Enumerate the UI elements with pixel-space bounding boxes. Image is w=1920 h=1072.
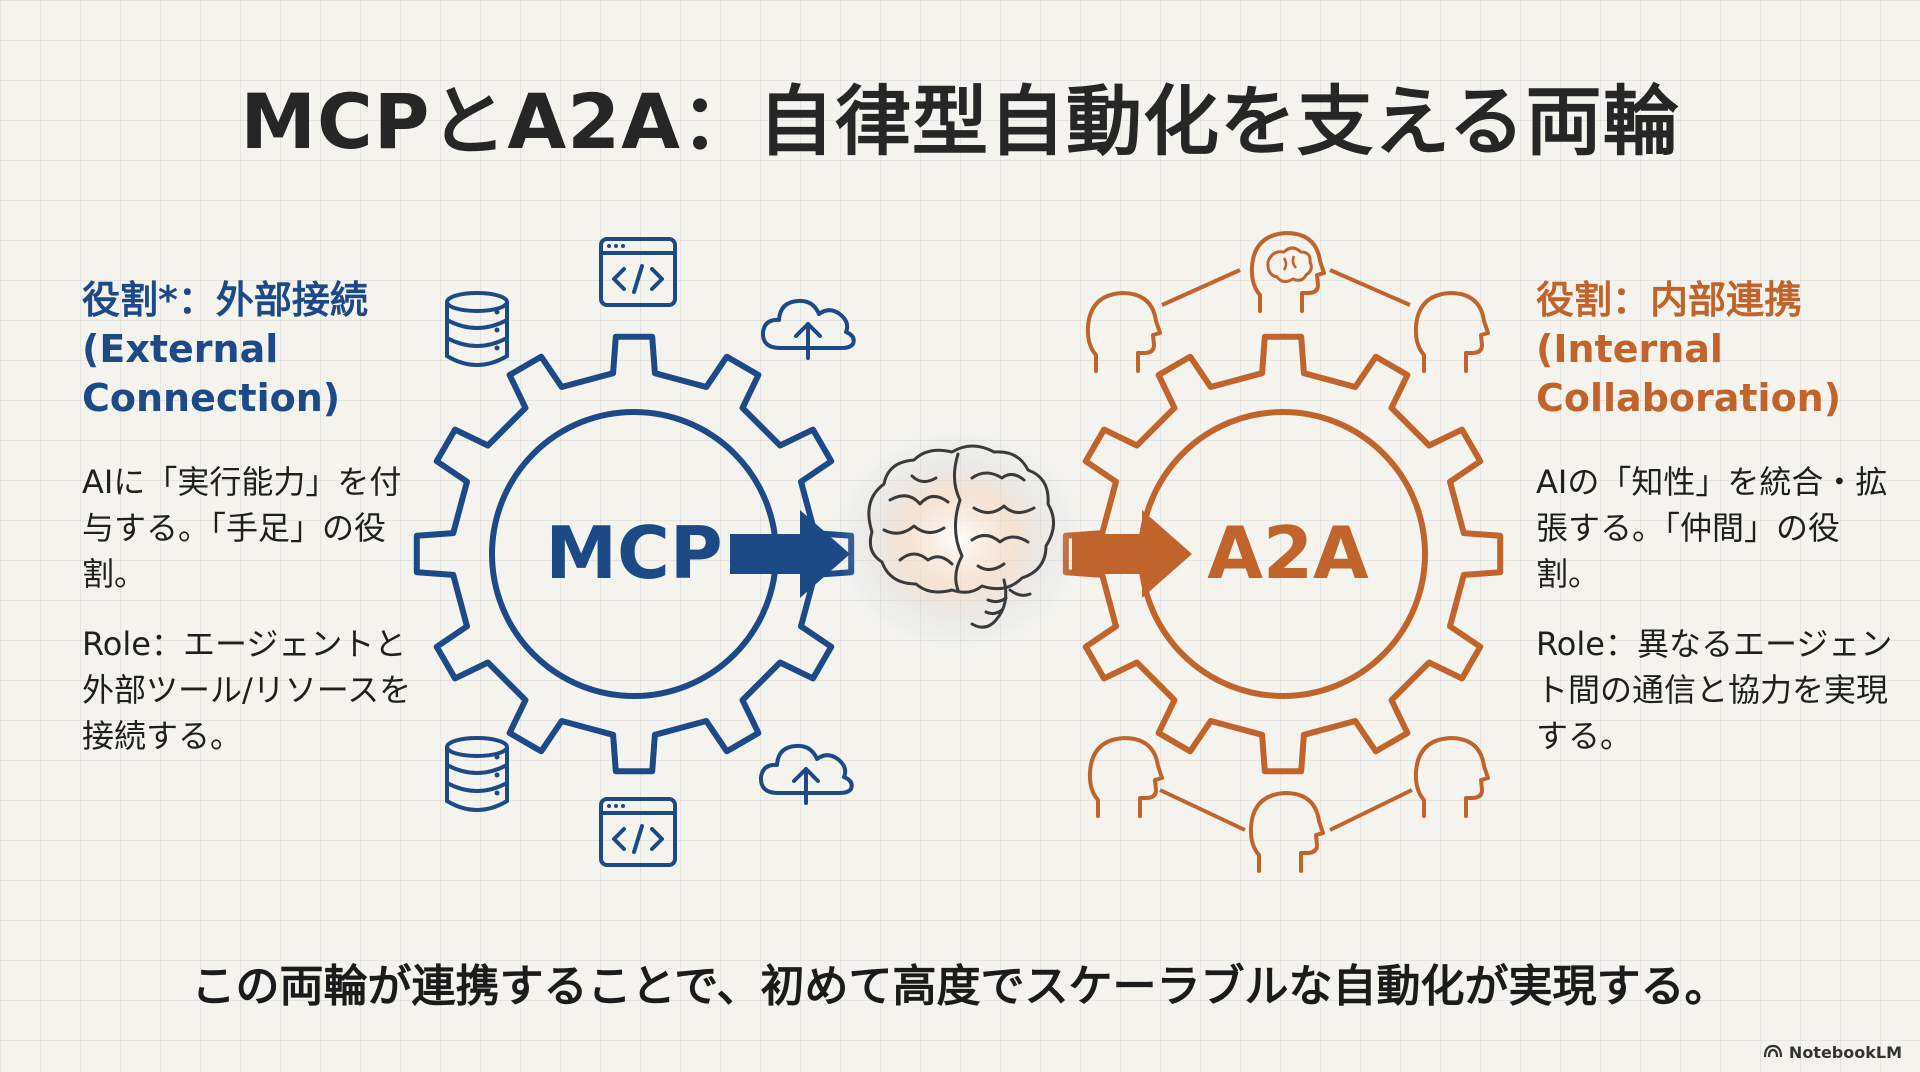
conclusion-text: この両輪が連携することで、初めて高度でスケーラブルな自動化が実現する。 xyxy=(191,961,1729,1012)
mcp-role-heading-line: Connection) xyxy=(82,376,341,420)
mcp-arrow xyxy=(730,510,850,598)
a2a-role-description-en: Role：異なるエージェント間の通信と協力を実現する。 xyxy=(1536,625,1893,755)
footer-label: NotebookLM xyxy=(1788,1043,1902,1062)
mcp-role-text: 役割*：外部接続 (External Connection) AIに「実行能力」… xyxy=(82,276,422,759)
database-icon xyxy=(445,736,509,812)
person-head-icon xyxy=(1085,291,1162,373)
page-title: MCPとA2A：自律型自動化を支える両輪 xyxy=(240,77,1680,166)
brain-head-icon xyxy=(1249,231,1326,313)
mcp-role-description-jp: AIに「実行能力」を付与する。「手足」の役割。 xyxy=(82,463,402,593)
code-window-icon xyxy=(599,797,677,867)
database-icon xyxy=(445,291,509,367)
cloud-upload-icon xyxy=(760,298,856,360)
a2a-role-heading-line: (Internal xyxy=(1536,327,1723,371)
code-window-icon xyxy=(599,237,677,307)
notebooklm-watermark: NotebookLM xyxy=(1763,1042,1902,1062)
mcp-role-description-en: Role：エージェントと外部ツール/リソースを接続する。 xyxy=(82,625,412,755)
cloud-upload-icon xyxy=(758,743,854,805)
agent-connection-lines xyxy=(1159,268,1413,832)
notebooklm-logo-icon xyxy=(1763,1043,1783,1062)
a2a-role-heading-line: 役割：内部連携 xyxy=(1536,278,1803,322)
mcp-role-heading-line: 役割*：外部接続 xyxy=(82,278,368,322)
person-head-icon xyxy=(1413,736,1490,818)
a2a-role-heading-line: Collaboration) xyxy=(1536,376,1842,420)
a2a-role-heading: 役割：内部連携 (Internal Collaboration) xyxy=(1536,276,1896,423)
brain-icon xyxy=(867,444,1055,629)
mcp-gear-label: MCP xyxy=(545,511,722,595)
a2a-role-text: 役割：内部連携 (Internal Collaboration) AIの「知性」… xyxy=(1536,276,1896,759)
person-head-icon xyxy=(1413,291,1490,373)
person-head-icon xyxy=(1248,791,1325,873)
a2a-arrow xyxy=(1072,510,1192,598)
mcp-role-heading: 役割*：外部接続 (External Connection) xyxy=(82,276,422,423)
a2a-gear-label: A2A xyxy=(1207,511,1369,595)
person-head-icon xyxy=(1087,736,1164,818)
mcp-role-heading-line: (External xyxy=(82,327,279,371)
a2a-role-description-jp: AIの「知性」を統合・拡張する。「仲間」の役割。 xyxy=(1536,463,1888,593)
